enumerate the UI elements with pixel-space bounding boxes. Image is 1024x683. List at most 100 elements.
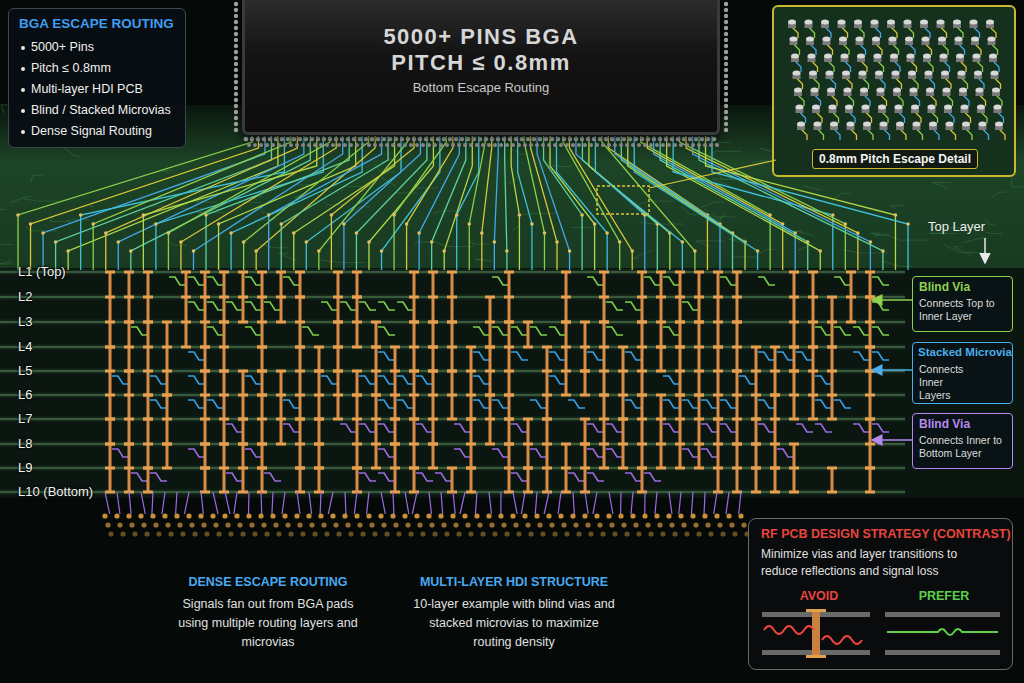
- bottom-pad: [438, 513, 443, 518]
- inset-trace: [998, 112, 1004, 123]
- bga-ball: [388, 137, 393, 142]
- via-pad: [789, 467, 799, 470]
- inset-trace: [962, 78, 968, 89]
- bottom-pad: [264, 531, 269, 536]
- via-pad: [143, 394, 153, 397]
- bottom-pad: [102, 513, 107, 518]
- via-pad: [485, 370, 495, 373]
- bga-ball: [424, 137, 429, 142]
- bga-ball: [439, 143, 443, 147]
- inset-trace: [828, 61, 834, 72]
- layer-trace: [226, 302, 243, 310]
- texture-trace: [708, 151, 742, 155]
- layer-trace: [378, 327, 395, 335]
- texture-trace: [1, 105, 8, 113]
- layer-trace: [492, 277, 509, 285]
- layer-trace: [834, 277, 851, 285]
- inset-pad-top: [889, 37, 897, 42]
- bga-ball: [331, 143, 335, 147]
- bottom-pad: [444, 531, 449, 536]
- inset-pad-top: [929, 122, 937, 127]
- inset-trace: [914, 95, 920, 106]
- inset-pad-top: [955, 37, 963, 42]
- texture-trace: [161, 170, 174, 173]
- escape-trace: [494, 136, 498, 270]
- via-pad: [599, 346, 609, 349]
- bga-ball: [505, 143, 509, 147]
- inset-pad-top: [791, 54, 799, 59]
- trace-via: [693, 249, 697, 253]
- bottom-pad: [498, 513, 503, 518]
- bottom-pad: [534, 513, 539, 518]
- via-barrel: [318, 347, 321, 371]
- bga-ball: [625, 143, 629, 147]
- via-pad: [713, 467, 723, 470]
- escape-trace: [269, 136, 382, 270]
- inset-trace: [845, 61, 851, 72]
- trace-via: [367, 240, 371, 244]
- via-pad: [504, 321, 514, 324]
- inset-pad-top: [887, 20, 895, 25]
- layer-trace: [549, 376, 566, 384]
- via-pad: [238, 296, 248, 299]
- bga-ball: [517, 143, 521, 147]
- bga-ball: [234, 14, 238, 18]
- bga-ball: [715, 143, 719, 147]
- bottom-pad: [249, 522, 254, 527]
- via-pad: [694, 370, 704, 373]
- via-pad: [789, 370, 799, 373]
- via-pad: [561, 394, 571, 397]
- bottom-pad: [618, 513, 623, 518]
- inset-pad: [874, 56, 882, 62]
- via-pad: [257, 467, 267, 470]
- bottom-pad: [324, 531, 329, 536]
- bottom-pad: [225, 522, 230, 527]
- via-pad: [257, 394, 267, 397]
- bga-ball: [234, 92, 238, 96]
- inset-trace: [849, 112, 855, 123]
- inset-pad-top: [905, 37, 913, 42]
- via-pad: [637, 370, 647, 373]
- via-pad: [124, 370, 134, 373]
- bga-ball: [547, 143, 551, 147]
- via-pad: [713, 443, 723, 446]
- bga-ball: [610, 137, 615, 142]
- via-pad: [143, 467, 153, 470]
- texture-trace: [0, 244, 14, 250]
- layer-trace: [492, 449, 509, 457]
- via-pad: [124, 443, 134, 446]
- via-pad: [333, 321, 343, 324]
- layer-name: L4: [18, 339, 128, 355]
- via-pad: [466, 467, 476, 470]
- section-heading: MULTI-LAYER HDI STRUCTURE: [400, 575, 628, 590]
- via-barrel: [470, 347, 473, 419]
- via-pad: [143, 394, 153, 397]
- callout-box: Blind ViaConnects Top to Inner Layer: [912, 276, 1013, 332]
- layer-trace: [473, 400, 490, 408]
- bottom-pad: [213, 522, 218, 527]
- inset-trace: [798, 95, 804, 106]
- bottom-pad: [492, 531, 497, 536]
- trace-via: [142, 213, 146, 217]
- trace-via: [29, 222, 33, 226]
- trace-via: [906, 222, 910, 226]
- inset-pad-top: [995, 122, 1003, 127]
- layer-trace: [245, 302, 262, 310]
- bottom-pad: [468, 531, 473, 536]
- via-pad: [675, 443, 685, 446]
- inset-trace: [944, 61, 950, 72]
- via-pad: [504, 467, 514, 470]
- bga-ball: [724, 110, 728, 114]
- escape-trace: [206, 136, 349, 270]
- via-pad: [770, 346, 780, 349]
- inset-trace: [878, 61, 884, 72]
- via-pad: [162, 418, 172, 421]
- inset-pad-top: [904, 20, 912, 25]
- bga-ball: [466, 137, 471, 142]
- via-pad: [732, 370, 742, 373]
- inset-pad: [904, 22, 912, 28]
- layer-trace: [378, 376, 395, 384]
- pad-trace: [655, 492, 657, 514]
- via-barrel: [546, 419, 549, 492]
